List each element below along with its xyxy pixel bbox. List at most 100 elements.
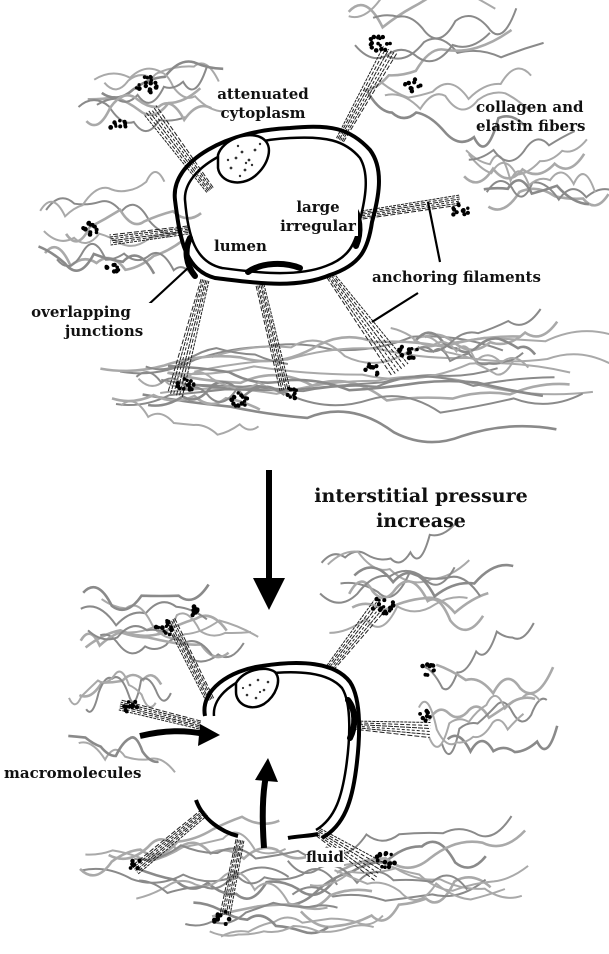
attachment-dot [369,365,374,370]
attachment-dot [388,42,392,46]
attachment-dot [144,81,148,85]
attachment-dot [244,396,248,400]
attachment-dot [432,668,436,672]
attachment-dot [122,704,126,708]
attachment-dot [383,860,388,865]
attachment-dot [154,85,159,90]
label-lumen-line1: large [278,198,358,217]
fiber-top-strand [373,8,516,38]
label-lumen-word: lumen [214,237,267,256]
attachment-dot [191,608,195,612]
attachment-dot [378,599,381,602]
pressure-arrow [253,470,285,610]
attachment-dot [292,387,296,391]
attachment-dot [118,119,121,122]
attachment-dot [189,379,193,383]
fiber-bottom-strand [68,736,158,762]
filament-bottom-strand [134,811,204,869]
fiber-top-strand [388,39,543,59]
attachment-dot [286,393,290,397]
fiber-top-strand [146,348,288,369]
filament-top-strand [341,51,392,141]
attachment-dot [182,387,186,391]
label-overlapping-line2: junctions [6,322,156,341]
attachment-dot [165,625,168,628]
attachment-dot [382,598,386,602]
attachment-dot [385,42,389,46]
attachment-dot [157,626,160,629]
fiber-top-strand [488,189,608,210]
fiber-top-strand [349,0,495,27]
vessel-wall-lower-left-bottom [196,800,238,836]
attachment-dot [165,619,168,622]
label-fibers-line2: elastin fibers [476,117,585,136]
label-fluid: fluid [306,848,344,867]
attachment-dot [163,630,166,633]
attachment-dot [397,348,401,352]
attachment-dot [170,628,173,631]
fiber-bottom-strand [69,672,156,708]
attachment-dot [415,348,419,352]
fiber-bottom-strand [326,816,512,853]
attachment-dot [421,716,425,720]
attachment-dot [377,602,381,606]
fiber-bottom-strand [429,694,540,747]
fluid-arrow [255,758,278,848]
filament-bottom-strand [329,604,378,667]
attachment-dot [380,865,384,869]
attachment-dot [178,387,181,390]
attachment-dot [466,207,469,210]
filament-bottom-strand [352,723,430,726]
attachment-dot [138,860,141,863]
attachment-dot [384,611,388,615]
attachment-dot [148,81,153,86]
attachment-dot [229,397,234,402]
attachment-dot [92,225,95,228]
attachment-dot [237,391,240,394]
filament-bottom-strand [132,809,203,866]
attachment-dot [416,85,420,89]
attachment-dot [379,44,382,47]
attachment-dot [143,75,147,79]
attachment-dot [374,48,379,53]
vessel-wall-inner-bottom [214,672,349,830]
attachment-dot [383,865,387,869]
attachment-dot [428,715,432,719]
filament-bottom-strand [171,620,211,700]
attachment-dot [391,603,396,608]
attachment-dot [112,263,116,267]
attachment-dot [135,705,139,709]
filament-bottom-strand [119,710,199,729]
filament-bottom-strand [352,721,430,723]
attachment-dot [406,351,410,355]
attachment-dot [412,80,416,84]
label-collagen-elastin-fibers: collagen and elastin fibers [476,98,585,136]
label-overlapping-junctions: overlapping junctions [6,303,156,341]
attachment-dot [410,87,414,91]
fiber-top-strand [40,172,164,216]
fiber-bottom-strand [448,726,558,752]
attachment-dot [293,396,298,401]
attachment-dot [129,866,133,870]
junction-flap-bottom-top [248,264,300,272]
attachment-dot [418,712,422,716]
label-attenuated-cytoplasm: attenuated cytoplasm [208,85,318,123]
filament-top-strand [342,52,394,141]
filament-bottom-strand [328,602,376,666]
vessel-wall-lower-right-bottom [288,834,318,838]
attachment-dot [227,917,232,922]
attachment-dot [451,212,455,216]
filament-top-strand [329,276,398,372]
attachment-dot [379,47,383,51]
lymphatic-vessel-bottom [196,663,359,838]
attachment-dot [387,865,391,869]
attachment-dot [153,81,157,85]
attachment-dot [378,853,383,858]
attachment-dot [196,608,200,612]
attachment-dot [426,673,430,677]
attachment-dot [457,204,461,208]
attachment-dot [376,859,380,863]
attachment-dot [135,86,138,89]
label-fibers-line1: collagen and [476,98,585,117]
